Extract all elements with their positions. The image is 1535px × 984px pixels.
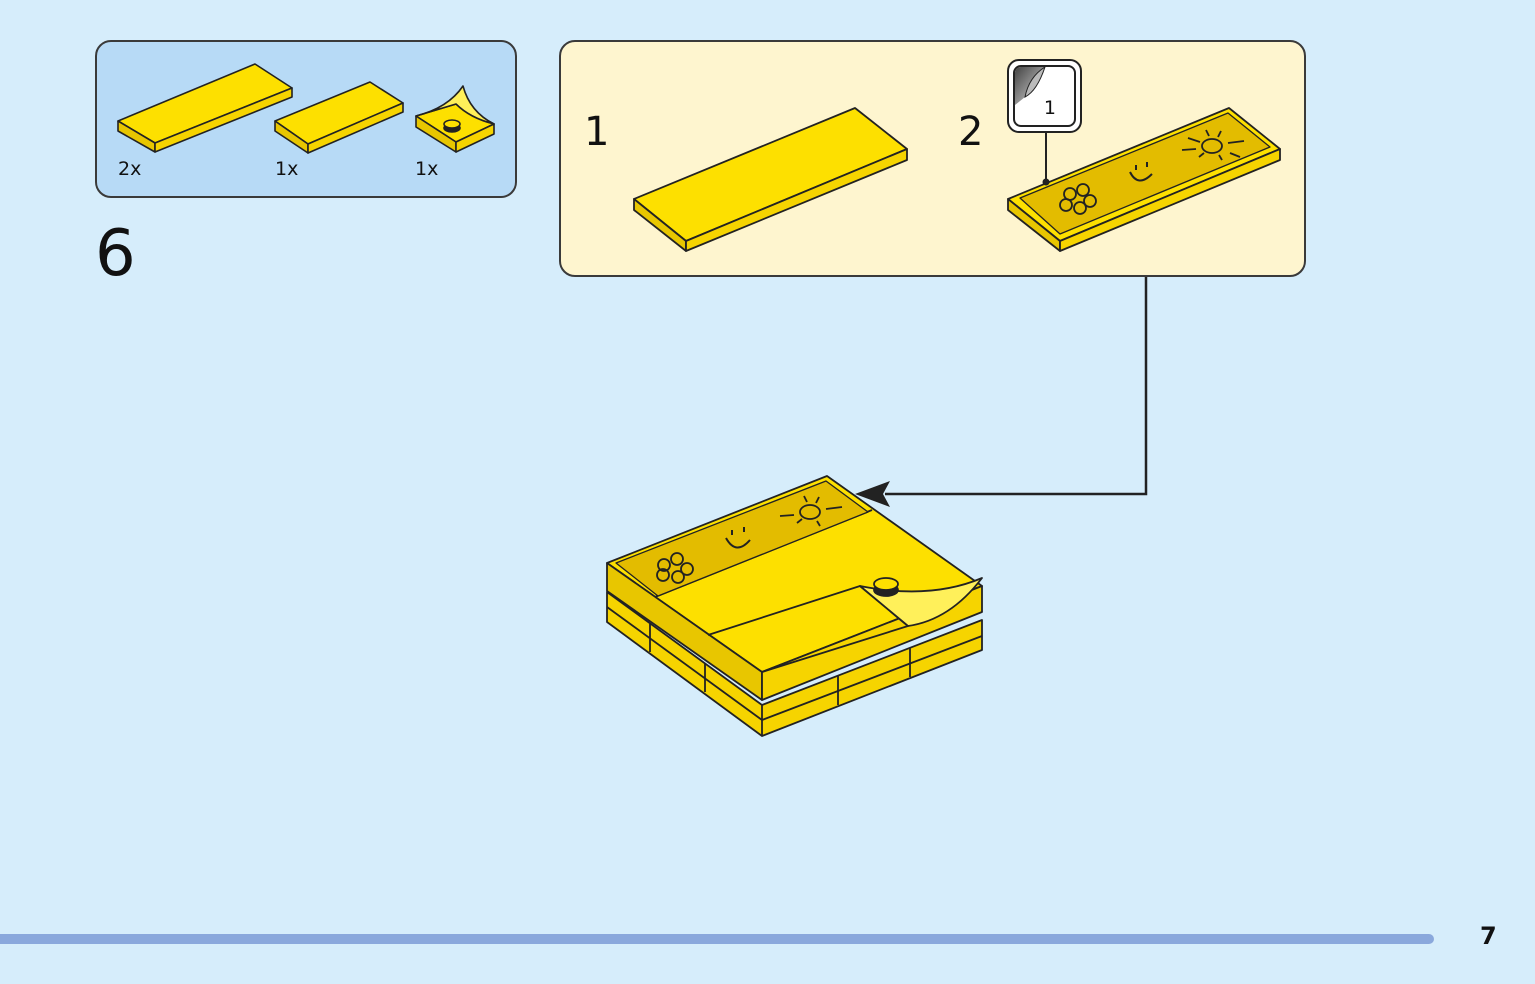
part-qty-3: 1x (415, 158, 439, 180)
sticker-peel-icon: 1 (1013, 65, 1076, 127)
part-qty-1: 2x (118, 158, 142, 180)
sticker-flower-icon (1059, 183, 1097, 215)
footer-bar (0, 934, 1434, 944)
model-sticker-sun-icon (779, 495, 843, 527)
substep-1-tile (633, 107, 908, 252)
sticker-number: 1 (1043, 97, 1056, 119)
page-number: 7 (1480, 922, 1497, 950)
arrow-head-icon (855, 481, 890, 507)
yellow-tile-icon (274, 81, 404, 154)
step-number: 6 (95, 217, 136, 291)
sticker-sun-icon (1181, 129, 1245, 161)
sticker-smiley-icon (1129, 162, 1153, 182)
yellow-curved-slope-icon (415, 85, 495, 153)
callout-dot-icon (1042, 178, 1050, 186)
model-sticker-smiley-icon (725, 527, 751, 549)
yellow-tile-long-icon (117, 63, 293, 153)
substep-number-2: 2 (958, 109, 984, 155)
assembled-model (606, 475, 983, 737)
sticker-reference-tag: 1 (1007, 59, 1082, 133)
substep-number-1: 1 (584, 109, 610, 155)
part-qty-2: 1x (275, 158, 299, 180)
model-sticker-flower-icon (656, 552, 694, 584)
substep-2-decorated-tile (1007, 107, 1281, 252)
